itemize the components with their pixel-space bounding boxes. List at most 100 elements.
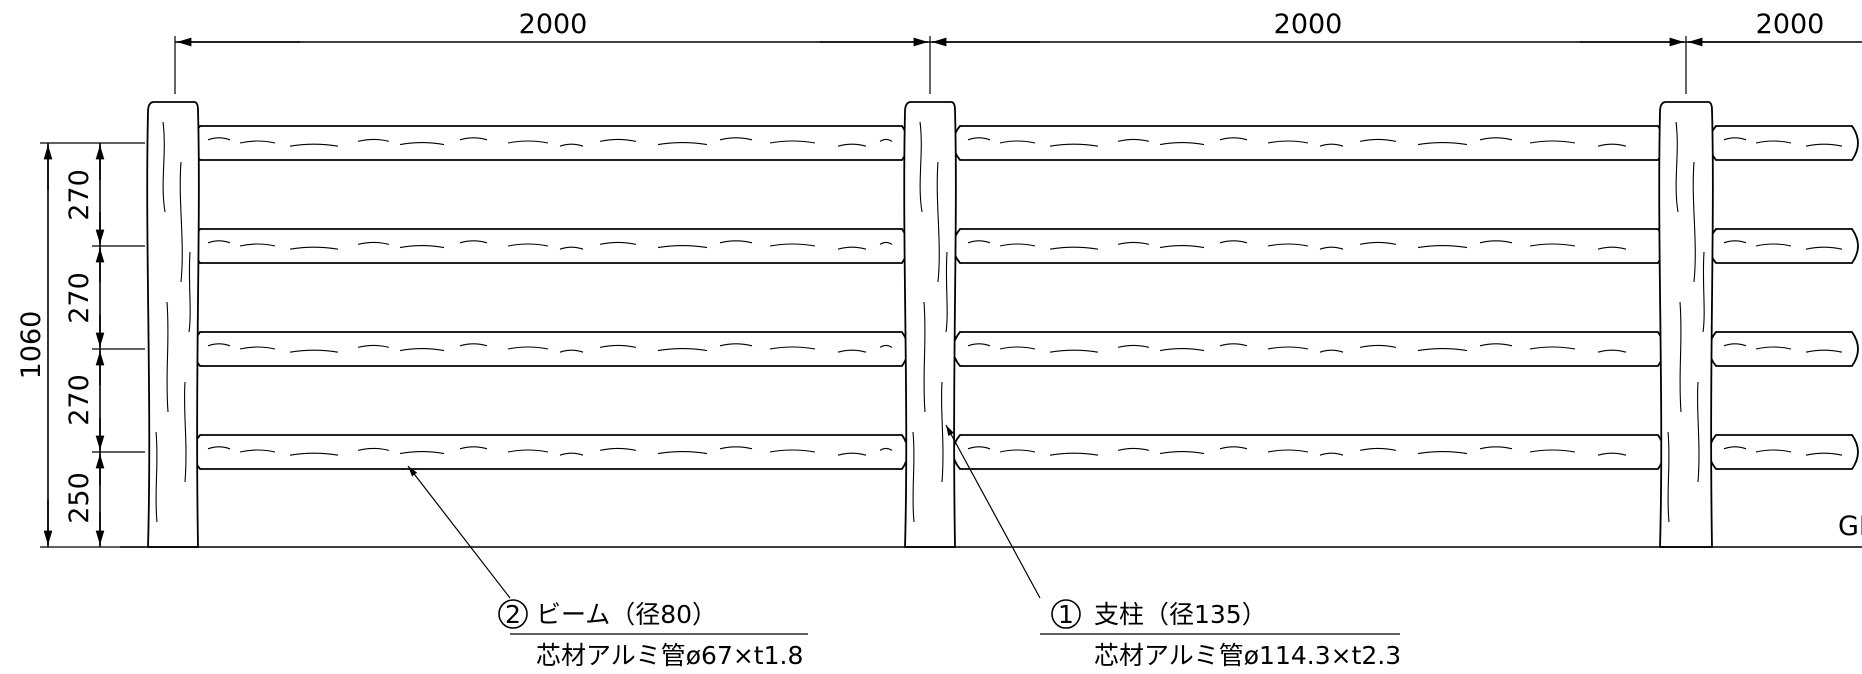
wood-grain <box>1723 137 1747 141</box>
wood-grain <box>207 343 231 347</box>
beam-outline <box>952 331 1665 367</box>
wood-grain <box>459 240 488 244</box>
wood-grain <box>599 447 637 451</box>
wood-grain <box>459 446 488 450</box>
wood-grain <box>239 243 276 247</box>
wood-grain <box>1479 137 1513 141</box>
beam-outline <box>192 125 909 161</box>
post-outline <box>146 101 200 548</box>
wood-grain <box>769 140 816 144</box>
beam <box>192 125 909 161</box>
wood-grain <box>1723 446 1747 450</box>
wood-grain <box>1319 246 1344 250</box>
wood-crack <box>940 381 944 483</box>
beam-outline <box>1708 228 1859 264</box>
beam-outline <box>192 228 909 264</box>
wood-grain <box>1805 452 1843 456</box>
wood-grain <box>999 449 1036 453</box>
wood-crack <box>919 121 923 213</box>
beam <box>952 228 1665 264</box>
wood-crack <box>155 431 158 523</box>
wood-grain <box>1159 245 1205 249</box>
wood-grain <box>1417 348 1468 352</box>
callout-number-circle <box>1051 599 1081 629</box>
wood-grain <box>399 451 445 455</box>
wood-grain <box>1417 245 1468 249</box>
ground-level-label: GL <box>1838 511 1862 542</box>
wood-grain <box>1219 137 1248 141</box>
wood-grain <box>399 245 445 249</box>
beam <box>192 331 909 367</box>
wood-crack <box>912 431 915 523</box>
wood-grain <box>837 246 867 250</box>
wood-grain <box>1049 452 1099 456</box>
wood-grain <box>1479 343 1513 347</box>
wood-grain <box>459 137 488 141</box>
wood-grain <box>559 349 584 353</box>
wood-grain <box>1267 449 1309 453</box>
wood-grain <box>1529 243 1576 247</box>
wood-crack <box>923 301 926 413</box>
wood-grain <box>967 240 991 244</box>
wood-grain <box>1805 143 1843 147</box>
wood-grain <box>459 343 488 347</box>
wood-crack <box>183 381 187 483</box>
beam-spec: 芯材アルミ管ø67×t1.8 <box>536 641 803 670</box>
wood-grain <box>999 346 1036 350</box>
wood-grain <box>1319 349 1344 353</box>
wood-grain <box>1267 346 1309 350</box>
wood-grain <box>1159 142 1205 146</box>
callout-number-circle <box>498 599 528 629</box>
wood-crack <box>1702 251 1705 333</box>
wood-grain <box>1755 140 1792 144</box>
beam-outline <box>1708 331 1859 367</box>
beam-outline <box>192 434 909 470</box>
spacing-2-label: 270 <box>64 272 95 324</box>
post <box>1658 101 1714 548</box>
wood-grain <box>289 452 339 456</box>
height-dimensions: 1060 270 270 270 250 <box>16 142 145 548</box>
wood-grain <box>239 346 276 350</box>
posts <box>146 101 1714 548</box>
post-title: 支柱（径135） <box>1094 600 1267 629</box>
beam <box>1708 331 1859 367</box>
beam <box>192 228 909 264</box>
wood-grain <box>657 451 708 455</box>
beam <box>1708 125 1859 161</box>
wood-grain <box>357 241 390 245</box>
wood-grain <box>1267 140 1309 144</box>
wood-crack <box>1675 121 1679 213</box>
post-outline <box>1658 101 1714 548</box>
span-1-label: 2000 <box>519 9 588 40</box>
wood-grain <box>1117 447 1150 451</box>
wood-grain <box>1359 447 1397 451</box>
beam <box>1708 228 1859 264</box>
beam-outline <box>1708 434 1859 470</box>
wood-grain <box>999 243 1036 247</box>
wood-grain <box>1805 246 1843 250</box>
beam-callout: 2 ビーム（径80） 芯材アルミ管ø67×t1.8 <box>407 465 808 670</box>
beam <box>192 434 909 470</box>
wood-grain <box>1359 344 1397 348</box>
wood-grain <box>289 349 339 353</box>
wood-grain <box>207 446 231 450</box>
wood-grain <box>1479 240 1513 244</box>
span-dimensions: 2000 2000 2000 <box>174 9 1862 94</box>
wood-grain <box>719 446 753 450</box>
wood-grain <box>239 449 276 453</box>
wood-crack <box>1692 161 1696 283</box>
wood-grain <box>1049 143 1099 147</box>
wood-grain <box>507 140 549 144</box>
wood-crack <box>1667 431 1670 523</box>
wood-grain <box>1417 451 1468 455</box>
wood-crack <box>162 121 166 213</box>
wood-grain <box>289 143 339 147</box>
wood-grain <box>1049 349 1099 353</box>
wood-grain <box>719 137 753 141</box>
beam-outline <box>952 434 1665 470</box>
wood-grain <box>1417 142 1468 146</box>
wood-grain <box>1755 243 1792 247</box>
wood-grain <box>207 137 231 141</box>
post <box>146 101 200 548</box>
